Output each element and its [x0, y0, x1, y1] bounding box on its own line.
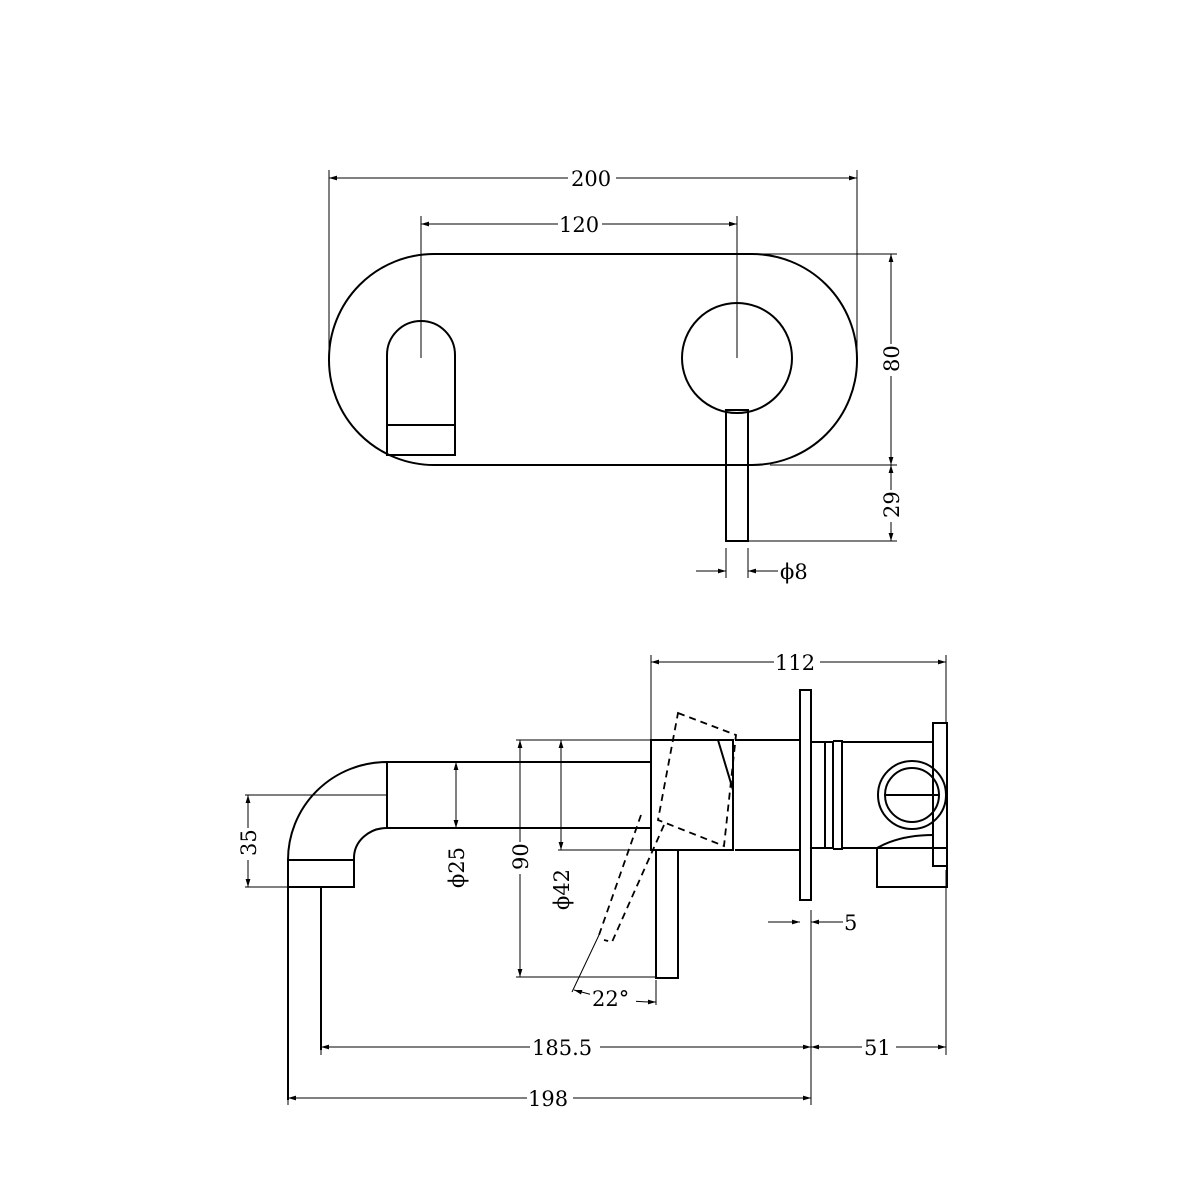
dim-handle-height: 90: [509, 843, 533, 870]
dim-mixer-depth: 112: [775, 651, 815, 675]
dim-overall-width: 200: [571, 167, 611, 191]
valve-body: [811, 740, 934, 850]
cartridge-outer: [877, 760, 947, 830]
dim-lever-drop: 29: [880, 491, 904, 518]
side-view: 112 5 35 ϕ25 90 ϕ42 22° 185.5 51 198: [237, 650, 948, 1111]
spout-outlet: [386, 320, 456, 456]
wall-plate: [799, 689, 812, 901]
lever: [725, 409, 749, 542]
dim-spout-height: 35: [237, 829, 261, 856]
dim-handle-diameter: ϕ42: [550, 869, 574, 910]
dim-lever-angle: 22°: [592, 987, 629, 1011]
dim-plate-height: 80: [880, 345, 904, 372]
top-view: 200 120 80 29 ϕ8: [328, 166, 905, 584]
dim-spout-to-handle: 120: [559, 213, 599, 237]
lower-housing: [876, 847, 948, 888]
dim-plate-thickness: 5: [844, 911, 857, 935]
lever: [655, 849, 679, 979]
dim-spout-reach: 185.5: [532, 1036, 592, 1060]
dim-spout-diameter: ϕ25: [445, 847, 469, 888]
dim-total-reach: 198: [528, 1087, 568, 1111]
wall-plate: [328, 253, 858, 466]
dim-lever-diameter: ϕ8: [780, 560, 808, 584]
dim-body-depth: 51: [864, 1036, 891, 1060]
